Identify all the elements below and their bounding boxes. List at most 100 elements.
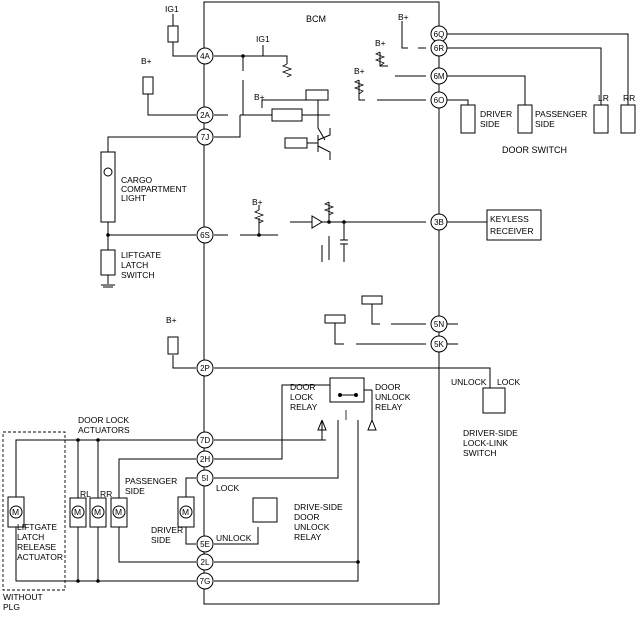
liftgate-actuator-label-3: RELEASE [17,542,57,552]
motor-rl: M [74,507,81,517]
bplus-label-internal: B+ [254,92,265,102]
without-plg-label-2: PLG [3,602,20,612]
ds-driver-label-2: SIDE [480,119,500,129]
liftgate-switch-label-1: LIFTGATE [121,250,161,260]
door-lock-actuators-label-2: ACTUATORS [78,425,130,435]
pin-2A: 2A [196,106,214,124]
motor-driver: M [182,507,189,517]
liftgate-switch-label-3: SWITCH [121,270,155,280]
door-switches: DRIVER SIDE PASSENGER SIDE LR RR DOOR SW… [447,33,636,155]
pin-6O: 6O [430,91,448,109]
bcm-label: BCM [306,14,326,24]
lock-signal-label: LOCK [216,483,239,493]
actuator-rr-label: RR [100,489,112,499]
svg-text:2L: 2L [201,558,210,567]
cargo-light-label-2: COMPARTMENT [121,184,187,194]
bplus-label-2a: B+ [141,56,152,66]
svg-text:6S: 6S [200,231,210,240]
cargo-light-label-1: CARGO [121,175,153,185]
pin-5K: 5K [430,335,448,353]
cargo-light-label-3: LIGHT [121,193,146,203]
unlock-signal-label: UNLOCK [216,533,252,543]
without-plg-label-1: WITHOUT [3,592,43,602]
door-switch-label: DOOR SWITCH [502,145,567,155]
svg-text:4A: 4A [200,52,210,61]
driveside-relay-label-2: DOOR [294,512,320,522]
door-lock-relay-label-3: RELAY [290,402,318,412]
svg-text:6M: 6M [433,72,444,81]
door-unlock-relay-label-3: RELAY [375,402,403,412]
svg-text:7G: 7G [200,577,211,586]
liftgate-actuator-label-2: LATCH [17,532,44,542]
internal-top-left [214,55,331,160]
bplus-label-2p: B+ [166,315,177,325]
motor-liftgate: M [12,507,19,517]
svg-text:6Q: 6Q [434,30,445,39]
pin-2L: 2L [196,553,214,571]
svg-text:5E: 5E [200,540,210,549]
svg-text:6R: 6R [434,44,444,53]
pin-7G: 7G [196,572,214,590]
internal-right-lower [324,295,426,345]
ds-passenger-label-1: PASSENGER [535,109,587,119]
svg-text:7J: 7J [201,133,209,142]
passenger-side-label-1: PASSENGER [125,476,177,486]
keyless-receiver-label-2: RECEIVER [490,226,533,236]
internal-mid [214,201,426,262]
svg-text:3B: 3B [434,218,444,227]
keyless-receiver: KEYLESS RECEIVER [447,209,542,241]
pin-2P: 2P [196,359,214,377]
passenger-side-label-2: SIDE [125,486,145,496]
lock-link-label-2: LOCK-LINK [463,438,508,448]
lock-link-lock-label: LOCK [497,377,520,387]
ds-lr-label: LR [598,93,609,103]
motor-passenger: M [115,507,122,517]
internal-right-top [353,21,426,101]
relays [252,377,377,523]
door-lock-actuators-label-1: DOOR LOCK [78,415,129,425]
pin-4A: 4A [196,47,214,65]
ig1-label-left: IG1 [165,4,179,14]
pin-5E: 5E [196,535,214,553]
pin-2H: 2H [196,450,214,468]
pin-5N: 5N [430,315,448,333]
liftgate-actuator-label-4: ACTUATOR [17,552,63,562]
bplus-label-6q: B+ [398,12,409,22]
svg-text:5I: 5I [202,474,209,483]
svg-text:5K: 5K [434,340,444,349]
liftgate-release-actuator: M LIFTGATE LATCH RELEASE ACTUATOR WITHOU… [2,431,66,612]
door-unlock-relay-label-1: DOOR [375,382,401,392]
pin-5I: 5I [196,469,214,487]
svg-text:7D: 7D [200,436,210,445]
svg-text:5N: 5N [434,320,444,329]
liftgate-latch-switch: LIFTGATE LATCH SWITCH [100,249,161,288]
motor-rr: M [94,507,101,517]
ig1-label-inner: IG1 [256,34,270,44]
bplus-label-6s: B+ [252,197,263,207]
svg-text:2H: 2H [200,455,210,464]
driveside-relay-label-1: DRIVE-SIDE [294,502,343,512]
liftgate-actuator-label-1: LIFTGATE [17,522,57,532]
bplus-label-6m: B+ [354,66,365,76]
ig1-supply: IG1 IG1 [165,4,270,56]
cargo-compartment-light: CARGO COMPARTMENT LIGHT [100,151,187,223]
pin-3B: 3B [430,213,448,231]
door-lock-relay-label-2: LOCK [290,392,313,402]
ds-driver-label-1: DRIVER [480,109,512,119]
lock-link-label-1: DRIVER-SIDE [463,428,518,438]
driver-side-label-1: DRIVER [151,525,183,535]
actuator-rl-label: RL [80,489,91,499]
lock-link-label-3: SWITCH [463,448,497,458]
pin-6R: 6R [430,39,448,57]
liftgate-switch-label-2: LATCH [121,260,148,270]
driveside-relay-label-3: UNLOCK [294,522,330,532]
bplus-label-6r: B+ [375,38,386,48]
svg-text:2A: 2A [200,111,210,120]
door-lock-actuators: DOOR LOCK ACTUATORS RL RR M M M M PASSEN… [69,415,195,545]
pin-7J: 7J [196,128,214,146]
ds-rr-label: RR [623,93,635,103]
ds-passenger-label-2: SIDE [535,119,555,129]
junction-dots [76,54,360,583]
bplus-supplies: B+ B+ B+ B+ B+ B+ B+ [141,12,409,355]
keyless-receiver-label-1: KEYLESS [490,214,529,224]
